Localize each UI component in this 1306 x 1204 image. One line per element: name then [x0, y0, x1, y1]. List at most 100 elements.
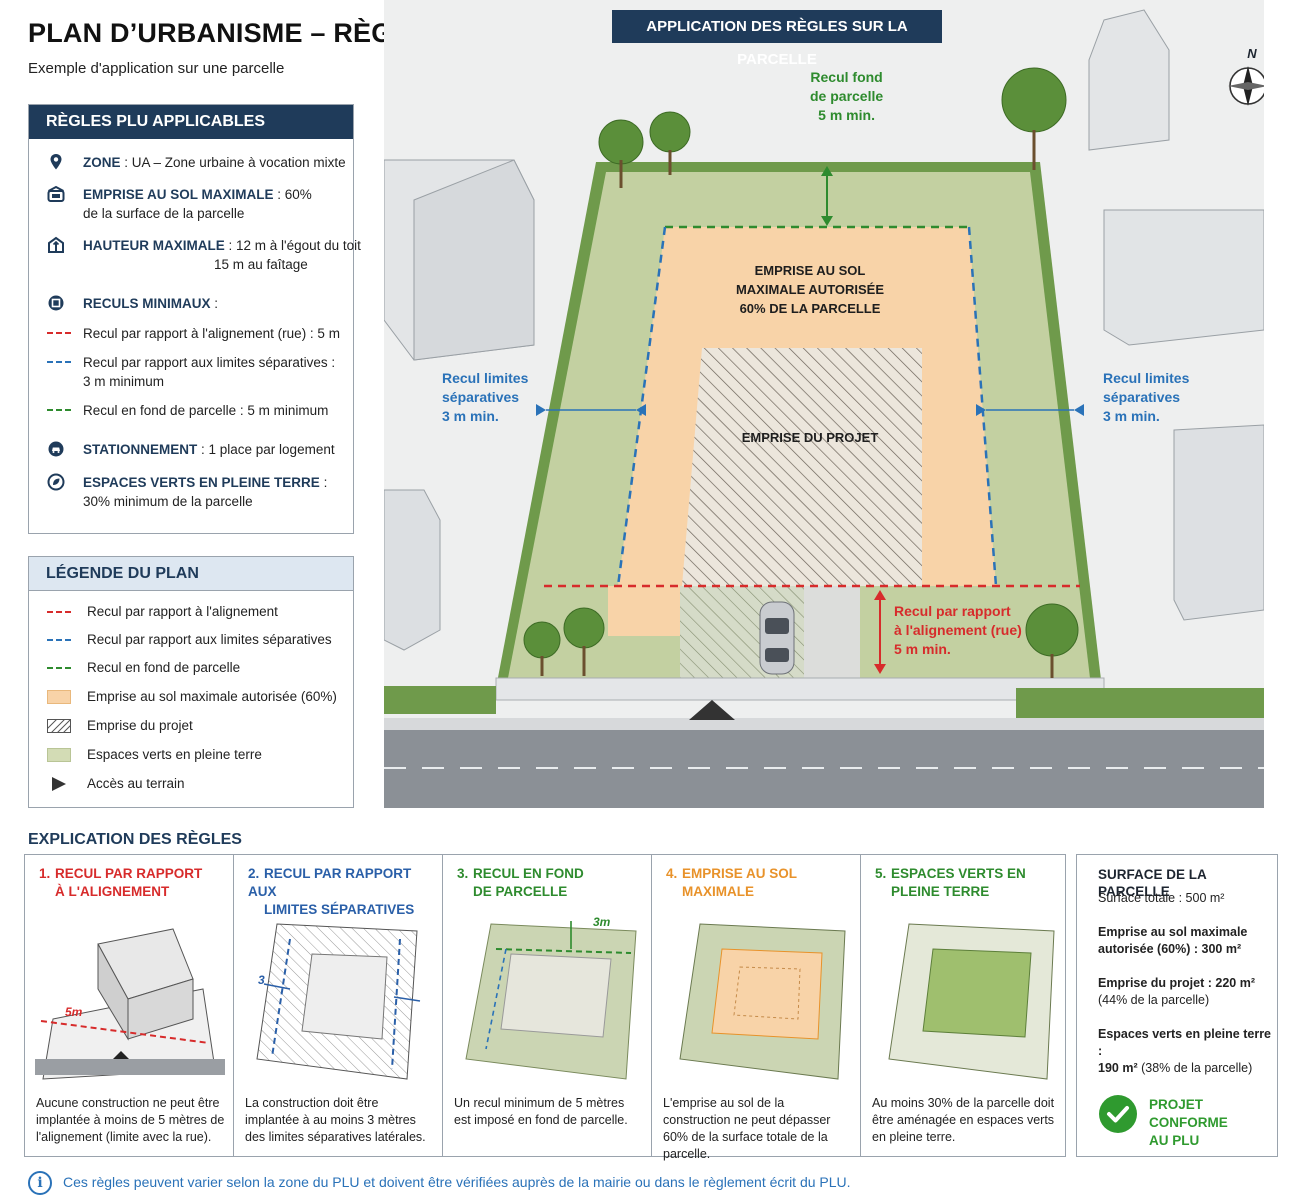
rule-emprise-value: : 60% [273, 187, 312, 202]
legend-label: Recul en fond de parcelle [87, 660, 241, 675]
sketch-label: 5m [65, 1005, 83, 1019]
col-number: 1. [39, 866, 51, 881]
col-description: La construction doit être implantée à au… [245, 1096, 426, 1144]
annotation-line: séparatives [442, 389, 520, 405]
rule-recul-limites-text: Recul par rapport aux limites séparative… [83, 355, 336, 370]
red-dash-line [47, 332, 71, 334]
compass-icon [1228, 66, 1264, 106]
rule-zone-value: : UA – Zone urbaine à vocation mixte [120, 155, 346, 170]
annotation-line: 5 m min. [818, 107, 875, 123]
legend-label: Emprise au sol maximale autorisée (60%) [87, 689, 337, 704]
annotation-recul-fond: Recul fond de parcelle 5 m min. [810, 68, 883, 125]
conformity-line: PROJET CONFORME [1149, 1097, 1228, 1130]
page-subtitle: Exemple d'application sur une parcelle [28, 60, 285, 77]
rule-zone-key: ZONE [83, 155, 121, 170]
col-title-line: À L'ALIGNEMENT [55, 884, 170, 899]
surface-projet: Emprise du projet : 220 m²(44% de la par… [1098, 975, 1255, 1009]
legend-label: Emprise du projet [87, 718, 193, 733]
car-icon [48, 441, 64, 457]
col-number: 4. [666, 866, 678, 881]
surface-line: Emprise au sol maximale [1098, 925, 1248, 939]
annotation-line: Recul limites [442, 370, 529, 386]
legend-panel-title: LÉGENDE DU PLAN [29, 557, 353, 591]
col-number: 3. [457, 866, 469, 881]
leaf-icon [47, 473, 65, 491]
col-title-line: DE PARCELLE [473, 884, 568, 899]
explanation-title: EXPLICATION DES RÈGLES [28, 831, 242, 848]
rule-recul-fond-text: Recul en fond de parcelle : 5 m minimum [83, 403, 329, 418]
setback-icon [48, 295, 64, 311]
rule-espaces-verts-line2: 30% minimum de la parcelle [83, 494, 253, 509]
col-title-line: PLEINE TERRE [891, 884, 990, 899]
surface-line: (38% de la parcelle) [1137, 1061, 1253, 1075]
surface-line: Emprise du projet : 220 m² [1098, 976, 1255, 990]
col-title-line: RECUL EN FOND [473, 866, 584, 881]
surface-total: Surface totale : 500 m² [1098, 891, 1225, 905]
annotation-recul-limites-right: Recul limites séparatives 3 m min. [1103, 369, 1189, 426]
map-pin-icon [50, 154, 62, 170]
green-dash-line [47, 409, 71, 411]
legend-orange-swatch [47, 690, 71, 704]
annotation-line: 5 m min. [894, 641, 951, 657]
legend-green-swatch [47, 748, 71, 762]
col-description: Aucune construction ne peut être implant… [36, 1096, 225, 1144]
col-title-line: MAXIMALE [682, 884, 754, 899]
compass-label: N [1247, 46, 1257, 61]
surface-line: 190 m² [1098, 1061, 1138, 1075]
legend-green-dash [47, 667, 71, 669]
col-title: 1. RECUL PAR RAPPORT À L'ALIGNEMENT [39, 865, 202, 901]
annotation-line: de parcelle [810, 88, 884, 104]
explanation-box: 1. RECUL PAR RAPPORT À L'ALIGNEMENT 5m Auc… [24, 854, 1066, 1161]
col-description: Au moins 30% de la parcelle doit être am… [872, 1096, 1055, 1144]
illustration-title: APPLICATION DES RÈGLES SUR LA PARCELLE [612, 10, 942, 68]
building-height-icon [48, 236, 64, 253]
annotation-line: Recul limites [1103, 370, 1190, 386]
sketch-label: 3 [258, 973, 265, 987]
footprint-icon [47, 185, 65, 202]
rule-hauteur-line2: 15 m au faîtage [214, 257, 308, 272]
surface-line: autorisée (60%) : 300 m² [1098, 942, 1242, 956]
label-line: 60% DE LA PARCELLE [739, 301, 881, 316]
annotation-line: Recul fond [810, 69, 883, 85]
legend-label: Recul par rapport à l'alignement [87, 604, 278, 619]
col-number: 2. [248, 866, 260, 881]
label-emprise-max: EMPRISE AU SOL MAXIMALE AUTORISÉE 60% DE… [720, 261, 900, 318]
access-triangle-icon [52, 777, 66, 791]
label-emprise-projet: EMPRISE DU PROJET [741, 430, 879, 445]
sketch-emprise [679, 923, 846, 1080]
annotation-line: séparatives [1103, 389, 1181, 405]
legend-label: Accès au terrain [87, 776, 185, 791]
surface-espaces-verts: Espaces verts en pleine terre :190 m² (3… [1098, 1026, 1277, 1077]
rule-hauteur-key: HAUTEUR MAXIMALE [83, 238, 225, 253]
col-title: 3. RECUL EN FOND DE PARCELLE [457, 865, 584, 901]
rule-emprise-line2: de la surface de la parcelle [83, 206, 245, 221]
surface-summary-box: SURFACE DE LA PARCELLE Surface totale : … [1076, 854, 1278, 1157]
rule-reculs-value: : [210, 296, 219, 311]
rule-hauteur-value: : 12 m à l'égout du toit [224, 238, 361, 253]
surface-emprise-max: Emprise au sol maximale autorisée (60%) :… [1098, 924, 1247, 958]
sketch-label: 3m [593, 915, 611, 929]
rule-reculs-key: RECULS MINIMAUX [83, 296, 211, 311]
annotation-line: 3 m min. [442, 408, 499, 424]
col-description: L'emprise au sol de la construction ne p… [663, 1096, 831, 1161]
rule-recul-rue-text: Recul par rapport à l'alignement (rue) :… [83, 326, 340, 341]
annotation-recul-rue: Recul par rapport à l'alignement (rue) 5… [894, 602, 1022, 659]
legend-red-dash [47, 611, 71, 613]
col-title-line: RECUL PAR RAPPORT [55, 866, 203, 881]
sketch-alignement [35, 928, 225, 1080]
legend-hatch-swatch [47, 719, 71, 733]
conformity-line: AU PLU [1149, 1133, 1200, 1148]
legend-label: Recul par rapport aux limites séparative… [87, 632, 332, 647]
parcel-illustration: N Recul fond de parcelle 5 m min. Recul … [384, 0, 1264, 808]
conformity-status: PROJET CONFORME AU PLU [1149, 1096, 1277, 1150]
label-line: EMPRISE AU SOL [754, 263, 866, 278]
rule-stationnement-value: : 1 place par logement [197, 442, 335, 457]
info-icon: i [28, 1171, 52, 1195]
sketch-limites [256, 923, 421, 1080]
